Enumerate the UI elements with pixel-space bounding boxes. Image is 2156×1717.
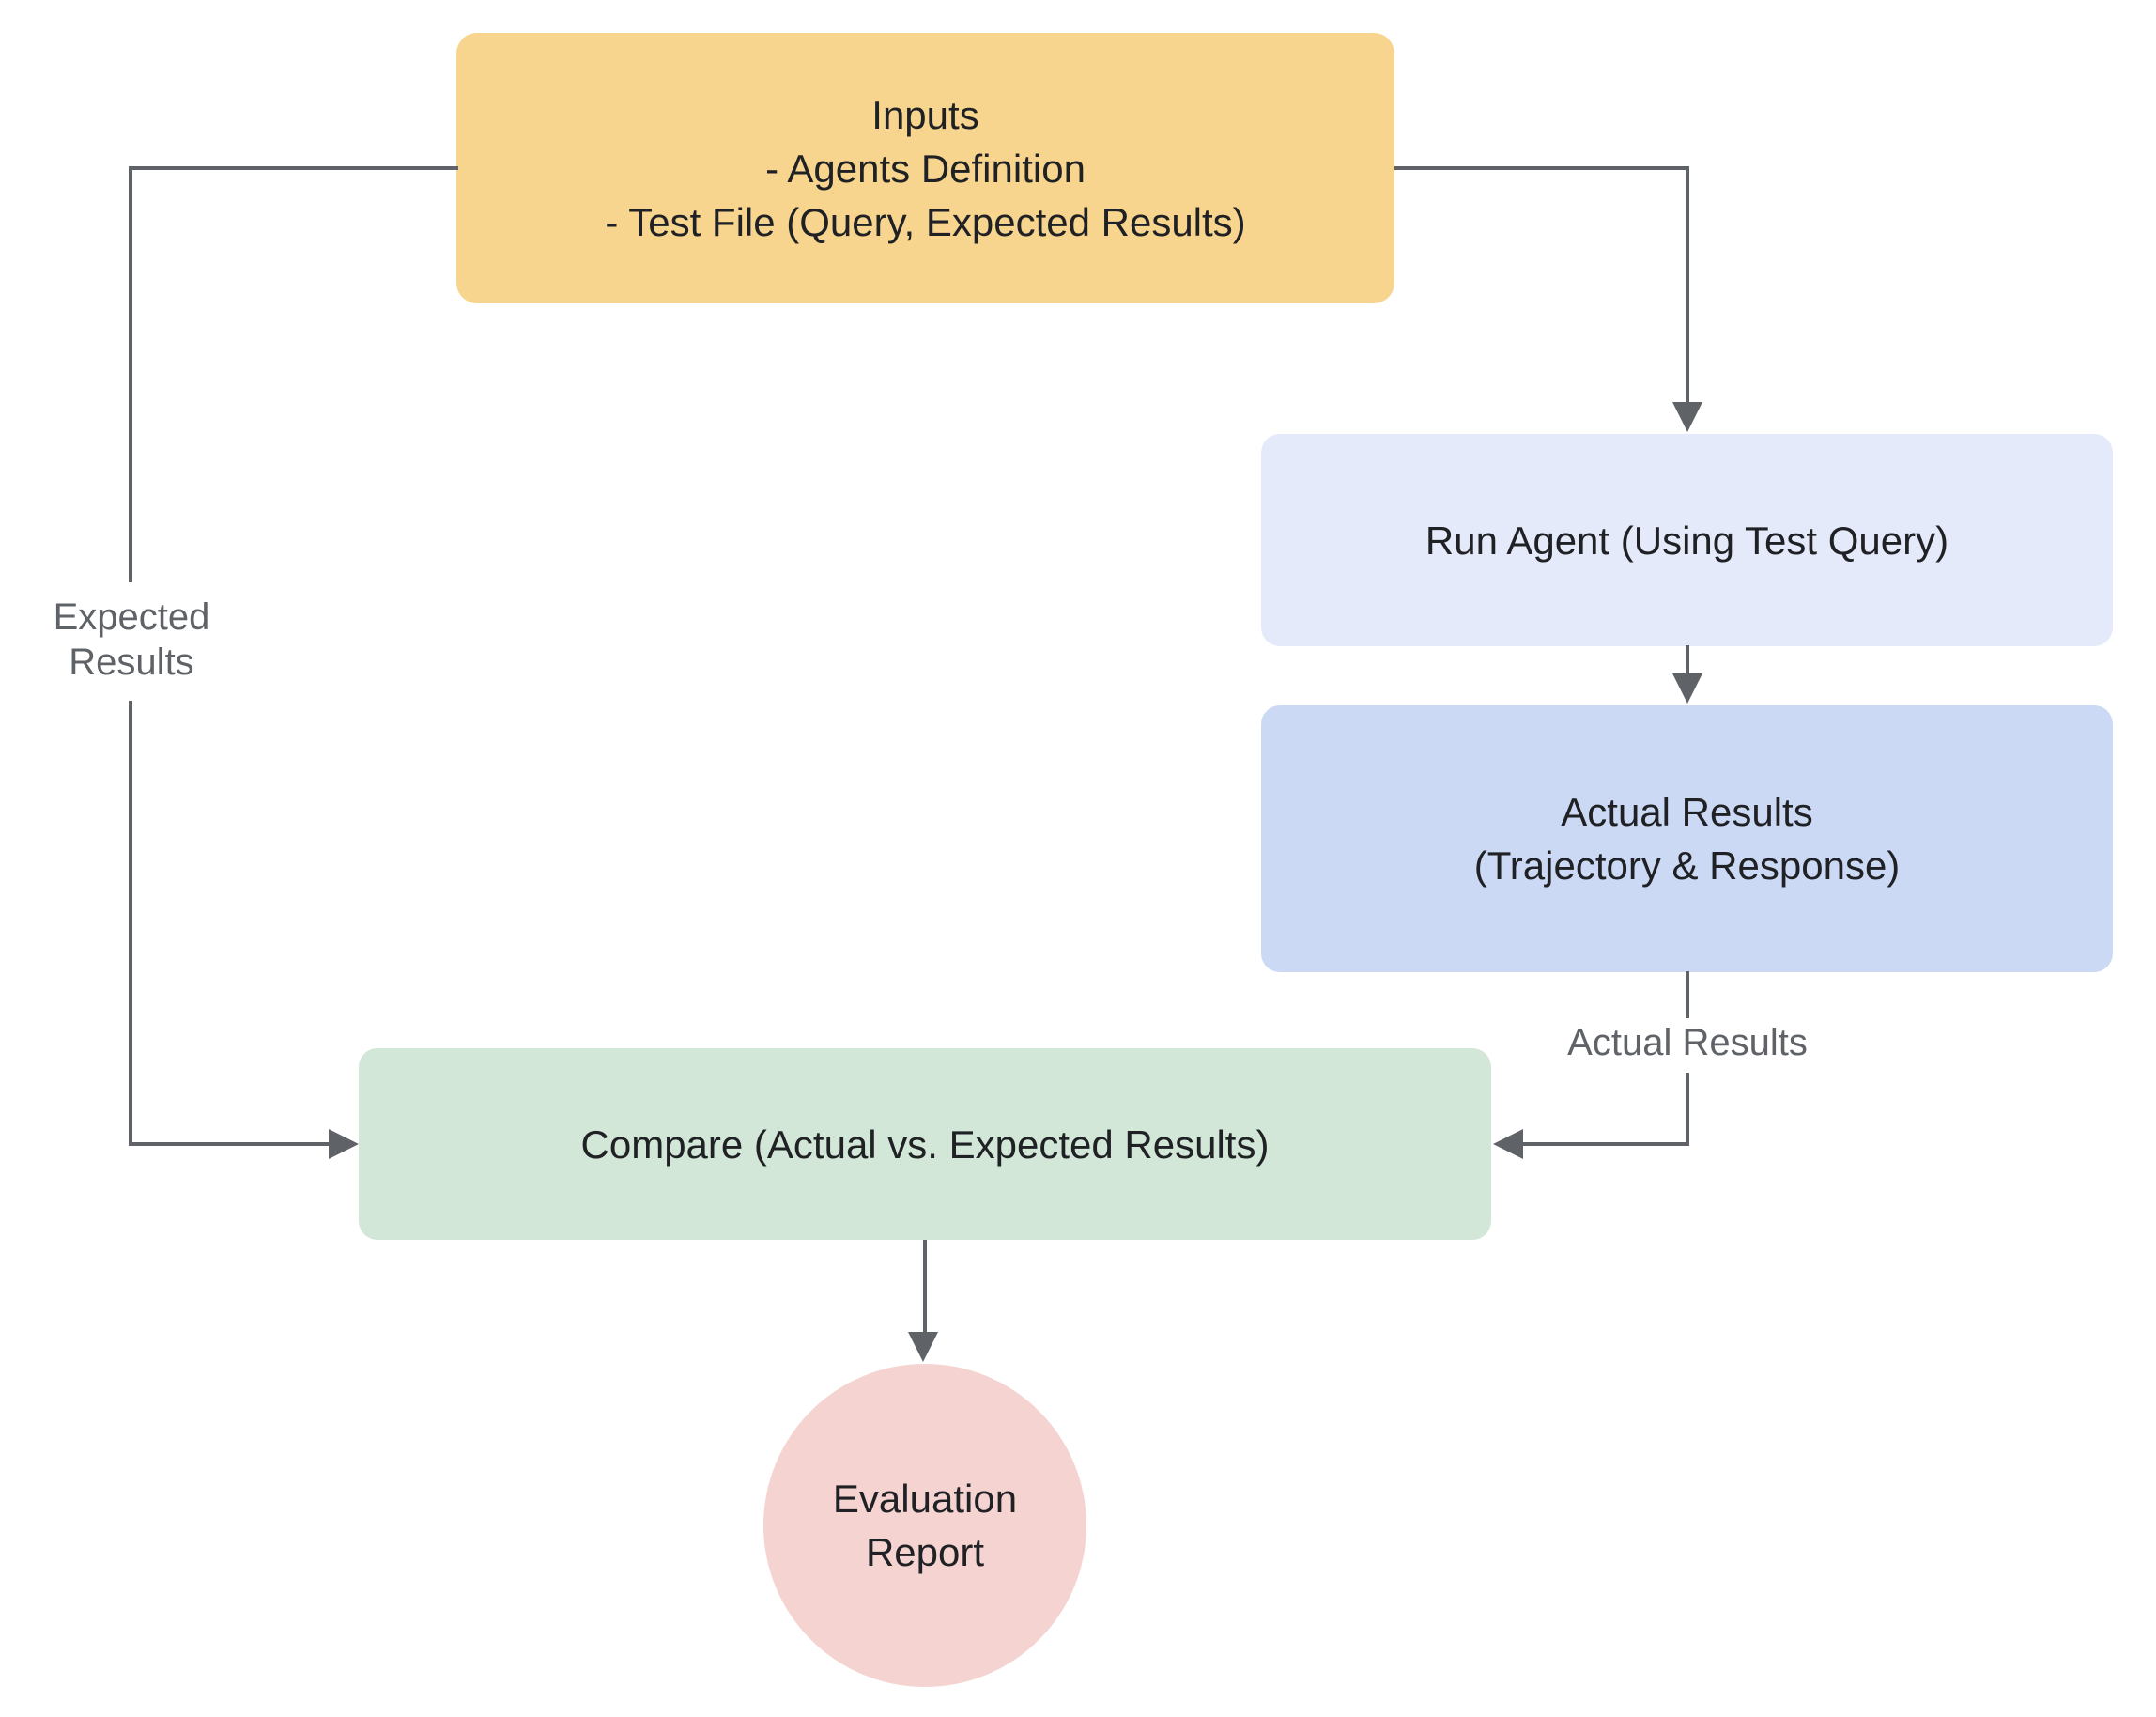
inputs-item-test-file: - Test File (Query, Expected Results) [605,199,1246,244]
arrowhead-into-run-agent-icon [1672,402,1702,432]
edge-expected-bottom-horizontal [129,1142,331,1146]
run-agent-label: Run Agent (Using Test Query) [1424,518,1949,563]
edge-expected-top-horizontal [129,166,458,170]
actual-results-line2: (Trajectory & Response) [1473,843,1901,888]
edge-expected-vertical-upper [129,166,132,582]
edge-run-to-actual-vertical [1686,645,1689,674]
node-compare: Compare (Actual vs. Expected Results) [359,1048,1491,1240]
edge-label-actual-results: Actual Results [1540,1020,1835,1065]
node-inputs: Inputs - Agents Definition - Test File (… [456,33,1394,303]
edge-to-run-agent-horizontal [1394,166,1687,170]
actual-results-label-line: Actual Results [1567,1022,1808,1063]
node-actual-results: Actual Results (Trajectory & Response) [1261,705,2113,972]
edge-actual-vertical-lower [1686,1073,1689,1146]
arrowhead-into-compare-right-icon [1493,1129,1523,1159]
arrowhead-into-evaluation-report-icon [908,1332,938,1362]
inputs-title: Inputs [871,92,979,137]
node-run-agent: Run Agent (Using Test Query) [1261,434,2113,646]
edge-label-expected-results: Expected Results [9,595,254,685]
node-evaluation-report: Evaluation Report [763,1364,1086,1687]
edge-expected-vertical-lower [129,701,132,1146]
arrowhead-into-compare-left-icon [329,1129,359,1159]
compare-label: Compare (Actual vs. Expected Results) [580,1121,1270,1167]
evaluation-report-line1: Evaluation [832,1477,1018,1521]
edge-actual-horizontal [1523,1142,1689,1146]
edge-to-run-agent-vertical [1686,166,1689,402]
inputs-item-agents-definition: - Agents Definition [765,146,1086,191]
actual-results-line1: Actual Results [1561,790,1813,834]
evaluation-report-line2: Report [865,1530,985,1574]
edge-compare-to-report-vertical [923,1240,927,1333]
expected-results-label-line1: Expected [53,596,210,638]
arrowhead-into-actual-results-icon [1672,673,1702,704]
expected-results-label-line2: Results [69,642,194,683]
edge-actual-vertical-upper [1686,971,1689,1018]
